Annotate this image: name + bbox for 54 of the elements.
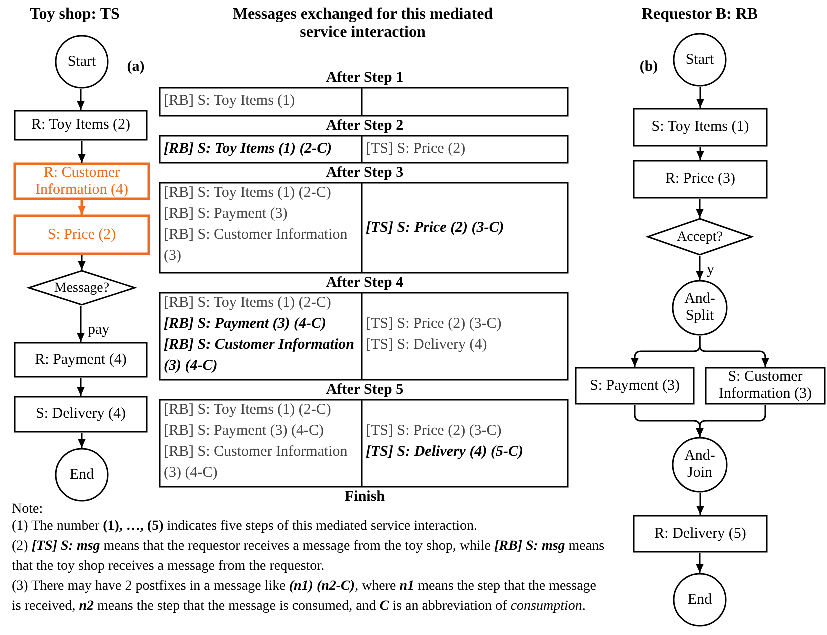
decision-diamond: Accept? bbox=[647, 218, 753, 256]
message-text: [RB] S: Toy Items (1) bbox=[164, 92, 296, 111]
message-text: [RB] S: Payment (3) (4-C) bbox=[164, 422, 325, 441]
message-text: [RB] S: Toy Items (1) (2-C) bbox=[164, 184, 332, 203]
message-text: [RB] S: Customer Information (3) (4-C) bbox=[164, 336, 356, 376]
process-box: S: Delivery (4) bbox=[14, 396, 148, 433]
gateway-circle: And- Join bbox=[672, 437, 728, 493]
message-text: [RB] S: Payment (3) bbox=[164, 205, 289, 224]
process-box: S: Price (2) bbox=[14, 215, 150, 255]
message-text: [RB] S: Customer Information (3) (4-C) bbox=[164, 443, 349, 483]
process-box: R: Delivery (5) bbox=[633, 515, 768, 553]
arrow bbox=[77, 306, 85, 342]
event-circle: Start bbox=[55, 35, 109, 89]
arrow bbox=[78, 255, 86, 270]
message-text: [TS] S: Price (2) bbox=[366, 140, 467, 159]
message-text: [TS] S: Delivery (4) (5-C) bbox=[366, 443, 524, 462]
message-text: [RB] S: Toy Items (1) (2-C) bbox=[164, 140, 334, 159]
decision-diamond: Message? bbox=[28, 270, 136, 306]
message-text: [TS] S: Price (2) (3-C) bbox=[366, 422, 503, 441]
process-box: R: Customer Information (4) bbox=[14, 163, 150, 200]
arrow bbox=[696, 147, 704, 160]
note-text: (1) The number (1), …, (5) indicates five steps of this mediated service interaction. bbox=[12, 518, 478, 536]
arrow bbox=[696, 493, 704, 515]
event-circle: End bbox=[55, 448, 109, 502]
message-text: [RB] S: Customer Information (3) bbox=[164, 226, 349, 266]
note-text: (2) [TS] S: msg means that the requestor receives a message from the toy shop, while [RB] S: msg means that the toy shop receives a message from the requestor. bbox=[12, 538, 606, 576]
note-heading: Note: bbox=[12, 501, 44, 519]
arrow bbox=[696, 256, 704, 280]
arrow bbox=[77, 89, 85, 110]
arrow bbox=[696, 87, 704, 108]
event-circle: End bbox=[673, 573, 727, 627]
message-text: [TS] S: Delivery (4) bbox=[366, 336, 488, 355]
process-box: S: Customer Information (3) bbox=[705, 367, 826, 405]
arrow bbox=[696, 199, 704, 218]
arrow bbox=[696, 553, 704, 573]
event-circle: Start bbox=[673, 33, 727, 87]
process-box: S: Payment (3) bbox=[575, 367, 695, 405]
arrow bbox=[78, 141, 86, 163]
process-box: S: Toy Items (1) bbox=[633, 108, 768, 147]
note-text: (3) There may have 2 postfixes in a message like (n1) (n2-C), where n1 means the step that the message is received, n2 means the step that the message is consumed, and C is an abbreviation of consumption. bbox=[12, 578, 598, 616]
message-text: [RB] S: Payment (3) (4-C) bbox=[164, 315, 328, 334]
arrow bbox=[78, 200, 86, 215]
message-text: [TS] S: Price (2) (3-C) bbox=[366, 315, 503, 334]
process-box: R: Payment (4) bbox=[14, 342, 148, 378]
gateway-circle: And- Split bbox=[672, 280, 728, 336]
arrow bbox=[699, 336, 770, 367]
process-box: R: Toy Items (2) bbox=[14, 110, 148, 141]
arrow bbox=[78, 433, 86, 448]
message-text: [RB] S: Toy Items (1) (2-C) bbox=[164, 401, 332, 420]
message-text: [TS] S: Price (2) (3-C) bbox=[366, 219, 506, 238]
process-box: R: Price (3) bbox=[633, 160, 768, 199]
arrow bbox=[696, 405, 766, 437]
message-text: [RB] S: Toy Items (1) (2-C) bbox=[164, 294, 332, 313]
arrow bbox=[77, 378, 85, 396]
